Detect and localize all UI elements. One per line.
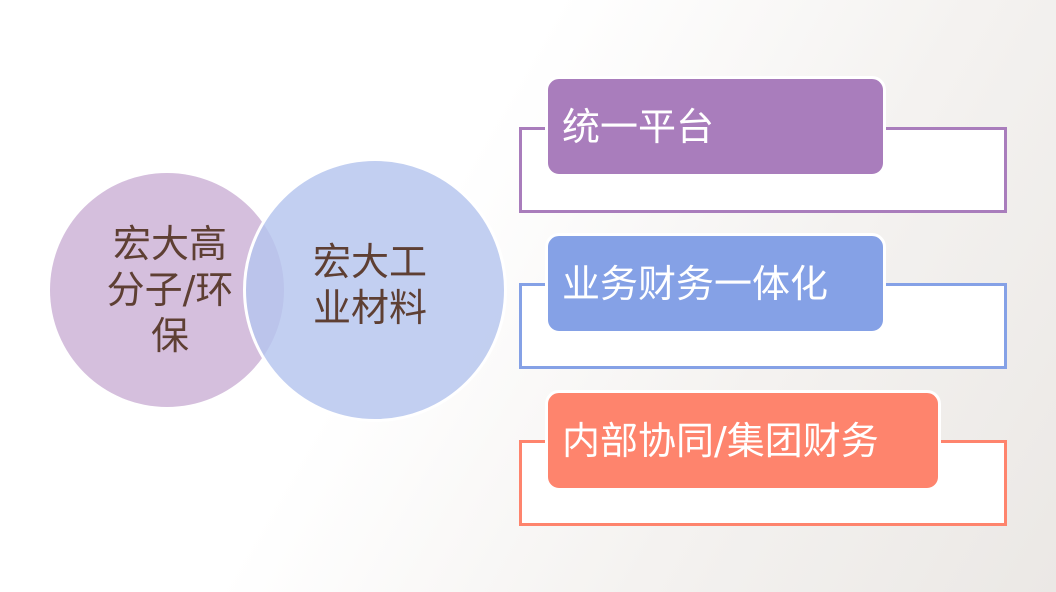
item-label-2: 业务财务一体化 <box>545 233 886 334</box>
item-text-1: 统一平台 <box>562 105 715 149</box>
item-label-1: 统一平台 <box>545 76 886 177</box>
item-text-2: 业务财务一体化 <box>562 262 829 306</box>
venn-left-label: 宏大高分子/环保 <box>106 222 234 358</box>
venn-right-label: 宏大工业材料 <box>312 240 427 330</box>
item-label-3: 内部协同/集团财务 <box>545 390 941 491</box>
venn-circle-right: 宏大工业材料 <box>243 158 507 422</box>
item-text-3: 内部协同/集团财务 <box>562 419 879 463</box>
